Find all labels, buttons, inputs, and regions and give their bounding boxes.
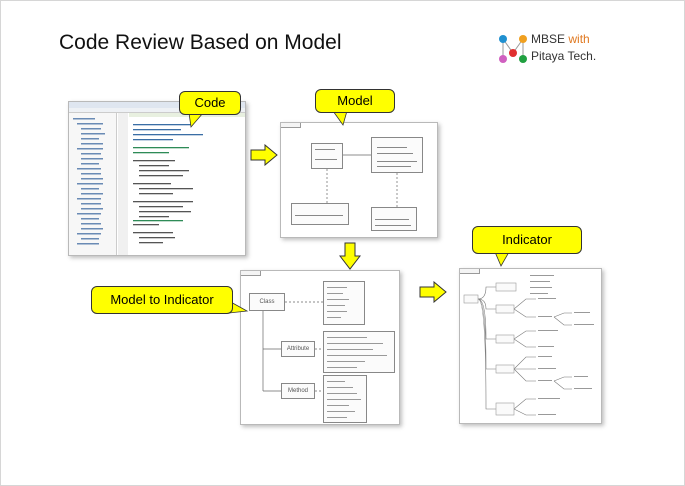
- callout-model-to-indicator: Model to Indicator: [91, 286, 233, 314]
- arrow-right-icon: [250, 144, 278, 166]
- callout-model: Model: [315, 89, 395, 113]
- arrow-down-icon: [339, 242, 361, 270]
- callout-pointer-m2i: [229, 301, 249, 314]
- logo-mark-icon: [499, 35, 527, 63]
- callout-pointer-indicator: [494, 252, 510, 267]
- m2i-connectors: [262, 287, 387, 418]
- logo-with: with: [568, 32, 590, 46]
- model-to-indicator-panel: Class Attribute Method: [240, 270, 400, 425]
- attribute-node: Attribute: [281, 341, 315, 357]
- code-screenshot-panel: [68, 101, 246, 256]
- arrow-right-icon: [419, 281, 447, 303]
- callout-indicator: Indicator: [472, 226, 582, 254]
- slide-title: Code Review Based on Model: [59, 31, 342, 54]
- callout-pointer-code: [188, 113, 204, 128]
- company-logo: MBSE with Pitaya Tech.: [495, 31, 645, 67]
- callout-pointer-model: [332, 111, 348, 126]
- logo-company: Pitaya Tech.: [531, 49, 597, 63]
- logo-mbse: MBSE: [531, 32, 566, 46]
- indicator-mindmap-panel: [459, 268, 602, 424]
- class-node: Class: [249, 293, 285, 311]
- model-connectors: [295, 147, 417, 226]
- mindmap-illustration: [463, 275, 594, 416]
- code-lines-illustration: [73, 118, 203, 245]
- method-node: Method: [281, 383, 315, 399]
- callout-code: Code: [179, 91, 241, 115]
- model-diagram-panel: [280, 122, 438, 238]
